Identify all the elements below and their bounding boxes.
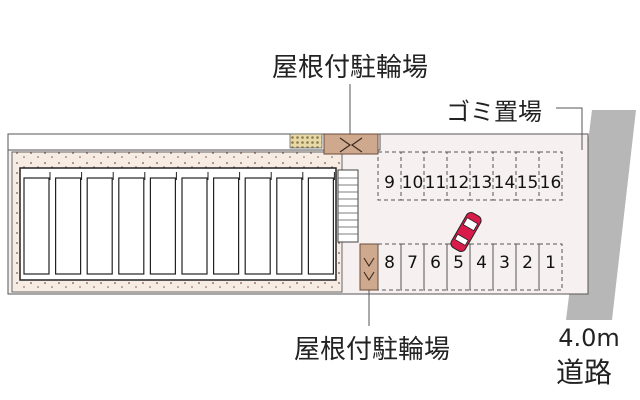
parking-slot-13: 13 <box>469 151 494 201</box>
building-unit <box>307 177 334 275</box>
parking-slot-1: 1 <box>538 243 563 291</box>
parking-slot-number: 12 <box>448 173 470 193</box>
building-unit <box>118 177 145 275</box>
bike-shelter-top <box>323 133 379 155</box>
car-icon <box>450 212 482 252</box>
parking-slot-number: 15 <box>517 173 539 193</box>
building-unit <box>276 177 303 275</box>
parking-slot-number: 6 <box>430 253 441 273</box>
parking-slot-12: 12 <box>446 151 471 201</box>
parking-slot-number: 13 <box>471 173 493 193</box>
parking-slot-10: 10 <box>400 151 425 201</box>
parking-slot-number: 2 <box>522 253 533 273</box>
parking-slot-number: 9 <box>384 173 395 193</box>
stair-walkway <box>337 169 359 243</box>
parking-slot-number: 7 <box>407 253 418 273</box>
parking-slot-number: 14 <box>494 173 516 193</box>
parking-slot-number: 4 <box>476 253 487 273</box>
parking-slot-16: 16 <box>538 151 563 201</box>
label-bike-parking-bottom: 屋根付駐輪場 <box>294 335 450 365</box>
label-road-name: 道路 <box>556 356 612 389</box>
label-bike-parking-top: 屋根付駐輪場 <box>272 53 428 83</box>
building-unit <box>23 177 50 275</box>
top-strip <box>7 133 381 151</box>
parking-slot-11: 11 <box>423 151 448 201</box>
building-unit <box>86 177 113 275</box>
building-unit <box>54 177 82 275</box>
building-unit <box>181 177 208 275</box>
bike-shelter-bottom <box>359 243 379 291</box>
leader-garbage <box>556 107 583 150</box>
label-garbage-area: ゴミ置場 <box>446 98 542 126</box>
parking-slot-number: 10 <box>402 173 424 193</box>
building-unit <box>149 177 176 275</box>
parking-slot-number: 5 <box>453 253 464 273</box>
parking-slot-9: 9 <box>377 151 402 201</box>
parking-slot-15: 15 <box>515 151 540 201</box>
parking-slot-number: 8 <box>384 253 395 273</box>
parking-slot-number: 1 <box>545 253 556 273</box>
building-unit <box>244 177 271 275</box>
parking-slot-number: 3 <box>499 253 510 273</box>
parking-slot-number: 11 <box>425 173 447 193</box>
label-road-width: 4.0m <box>558 324 620 352</box>
building-unit <box>213 177 240 275</box>
parking-slot-number: 16 <box>540 173 562 193</box>
apartment-building <box>19 167 337 281</box>
garbage-area-box <box>289 133 323 149</box>
parking-slot-14: 14 <box>492 151 517 201</box>
